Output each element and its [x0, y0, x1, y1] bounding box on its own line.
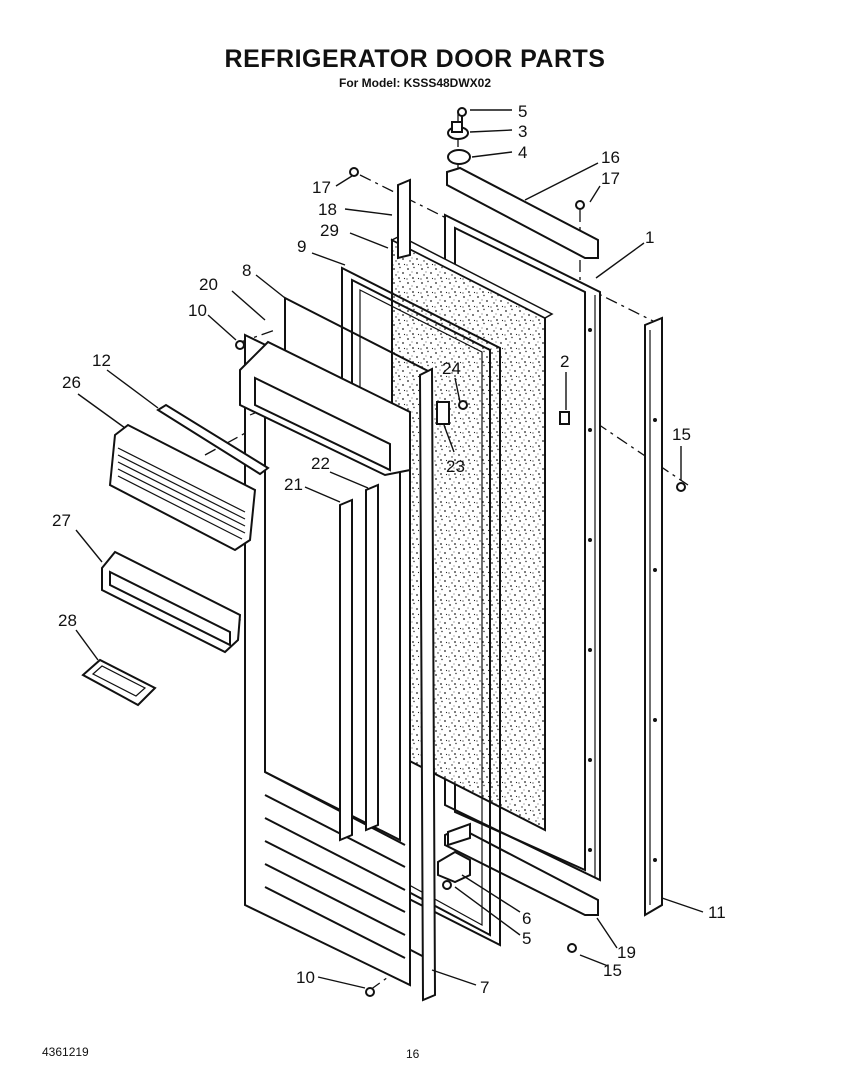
part-27-door-bin — [101, 550, 242, 654]
callout-15: 15 — [603, 961, 622, 980]
callout-24: 24 — [442, 359, 461, 378]
callout-10: 10 — [296, 968, 315, 987]
callout-21: 21 — [284, 475, 303, 494]
callout-16: 16 — [601, 148, 620, 167]
screws — [235, 167, 686, 997]
callout-7: 7 — [480, 978, 489, 997]
callout-27: 27 — [52, 511, 71, 530]
callout-6: 6 — [522, 909, 531, 928]
part-22-rail — [365, 483, 379, 832]
callout-26: 26 — [62, 373, 81, 392]
part-29-insulation — [390, 235, 554, 832]
callout-15: 15 — [672, 425, 691, 444]
callout-11: 11 — [708, 903, 726, 922]
callout-9: 9 — [297, 237, 306, 256]
callout-5: 5 — [522, 929, 531, 948]
part-16-top-bracket — [446, 166, 599, 259]
callout-3: 3 — [518, 122, 527, 141]
callout-20: 20 — [199, 275, 218, 294]
part-20-inner-liner — [239, 333, 411, 987]
hinge-top-assembly — [447, 107, 471, 165]
callout-12: 12 — [92, 351, 111, 370]
part-23-clip — [436, 401, 450, 425]
callout-19: 19 — [617, 943, 636, 962]
page-number: 16 — [406, 1047, 420, 1061]
callout-17: 17 — [312, 178, 331, 197]
leader-lines — [75, 109, 704, 989]
model-number: For Model: KSSS48DWX02 — [338, 76, 492, 90]
callout-28: 28 — [58, 611, 77, 630]
callout-18: 18 — [318, 200, 337, 219]
liner-louvers — [264, 771, 406, 959]
part-21-rail — [339, 498, 353, 842]
part-7-vertical-strip — [418, 367, 437, 1002]
callout-2: 2 — [560, 352, 569, 371]
callout-22: 22 — [311, 454, 330, 473]
callout-29: 29 — [320, 221, 339, 240]
page-title: REFRIGERATOR DOOR PARTS — [224, 45, 606, 73]
callout-8: 8 — [242, 261, 251, 280]
part-2-stop — [559, 411, 570, 425]
part-24-screw — [458, 400, 468, 410]
part-12-bin-trim — [156, 403, 270, 476]
part-11-side-trim — [644, 316, 663, 917]
callout-1: 1 — [645, 228, 654, 247]
hinge-bottom-assembly — [437, 822, 471, 890]
part-18-top-strip — [397, 178, 411, 260]
document-number: 4361219 — [42, 1045, 89, 1059]
callout-17: 17 — [601, 169, 620, 188]
callout-10: 10 — [188, 301, 207, 320]
callout-numbers: 5 3 4 16 17 17 18 29 1 9 8 20 10 12 26 2… — [52, 102, 726, 997]
part-26-dairy-door — [108, 423, 257, 552]
part-28-tray — [81, 658, 157, 707]
callout-23: 23 — [446, 457, 465, 476]
callout-5: 5 — [518, 102, 527, 121]
callout-4: 4 — [518, 143, 527, 162]
